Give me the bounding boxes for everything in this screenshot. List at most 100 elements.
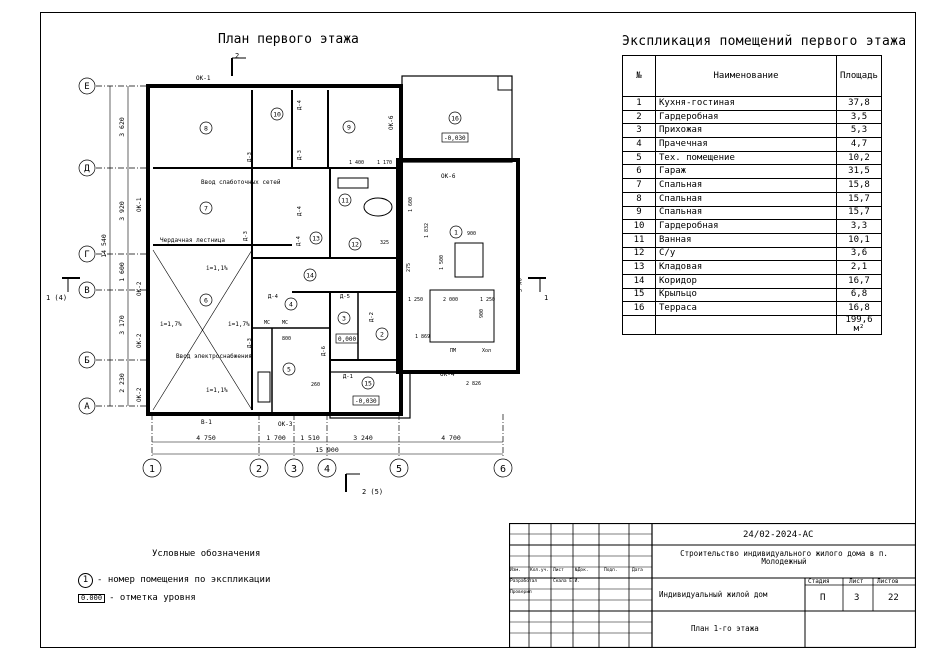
sheets-value: 22 — [888, 593, 899, 603]
axis-number-label: 2 — [256, 464, 262, 475]
door-d2: Д-2 — [369, 312, 375, 322]
svg-text:275: 275 — [406, 263, 412, 272]
room-number-circle — [361, 376, 375, 390]
label-low-voltage: Ввод слаботочных сетей — [201, 179, 281, 186]
room-number-circle — [199, 121, 213, 135]
explication-title: Экспликация помещений первого этажа — [622, 34, 907, 49]
header-name: Наименование — [655, 55, 837, 97]
axis-number-label: 3 — [291, 464, 297, 475]
svg-text:900: 900 — [467, 231, 476, 237]
room-number: 3 — [342, 315, 346, 323]
svg-text:325: 325 — [380, 240, 389, 246]
axis-bubble-number — [317, 458, 337, 478]
sheet-value: 3 — [854, 593, 860, 603]
room-number: 2 — [380, 331, 384, 339]
legend-title: Условные обозначения — [152, 549, 261, 559]
room-number: 6 — [204, 297, 208, 305]
room-number-circle — [303, 268, 317, 282]
svg-text:1 500: 1 500 — [439, 255, 445, 270]
svg-text:2 000: 2 000 — [443, 297, 458, 303]
svg-text:1 869: 1 869 — [415, 334, 430, 340]
svg-text:Хол: Хол — [482, 348, 491, 354]
legend-level-mark-text: - отметка уровня — [109, 593, 196, 603]
label-v1: В-1 — [201, 419, 212, 426]
door-d3-b: Д-3 — [297, 150, 303, 160]
axis-number-label: 6 — [500, 464, 506, 475]
axis-bubble-letter — [78, 281, 96, 299]
axis-bubble-number — [389, 458, 409, 478]
room-number-circle — [449, 225, 463, 239]
dim-left: 2 230 — [118, 373, 126, 393]
section-cut-labels: 2 2 (5) 1 (4) 1 — [46, 52, 548, 496]
axis-bubble-letter — [78, 245, 96, 263]
axis-number-label: 5 — [396, 464, 402, 475]
axis-letter-label: В — [84, 286, 89, 296]
room-number: 13 — [312, 235, 320, 243]
label-ok2-a: ОК-2 — [136, 281, 143, 296]
svg-text:1 832: 1 832 — [424, 223, 430, 238]
object-name: Индивидуальный жилой дом — [659, 590, 768, 599]
door-d4-c: Д-4 — [296, 235, 302, 246]
axis-letter-label: Б — [84, 356, 89, 366]
room-number: 16 — [451, 115, 459, 123]
project-name: Строительство индивидуального жилого дом… — [680, 549, 888, 567]
cut-top-label: 2 — [235, 52, 239, 60]
svg-text:ПМ: ПМ — [450, 348, 456, 354]
axis-number-label: 4 — [324, 464, 330, 475]
room-number-circle — [342, 120, 356, 134]
label-attic-stair: Чердачная лестница — [160, 237, 225, 244]
axis-letter-label: Г — [84, 250, 89, 260]
dim-left-total: 14 540 — [100, 234, 108, 258]
sheet-name: План 1-го этажа — [691, 624, 759, 633]
room-number: 9 — [347, 124, 351, 132]
dim-left: 3 620 — [118, 117, 126, 137]
explication-cell-area: 10,1 — [836, 232, 882, 248]
room-number-circle — [448, 111, 462, 125]
sheet-frame — [40, 12, 916, 648]
door-d4-a: Д-4 — [297, 99, 303, 110]
hdr-list: Лист — [553, 568, 564, 573]
room-number: 7 — [204, 205, 208, 213]
axis-letter-label: А — [84, 402, 90, 412]
door-d1: Д-1 — [343, 374, 353, 380]
explication-cell-area: 6,8 — [836, 287, 882, 303]
header-area: Площадь — [836, 55, 882, 97]
door-d4-b: Д-4 — [297, 205, 303, 216]
room-number: 10 — [273, 111, 281, 119]
slope-4: i=1,1% — [206, 387, 228, 394]
room-number-circle — [284, 297, 298, 311]
room-number-circle — [337, 311, 351, 325]
svg-text:1 170: 1 170 — [377, 160, 392, 166]
stage-value: П — [820, 593, 826, 603]
title-block: 24/02-2024-АС Строительство индивидуальн… — [509, 523, 916, 648]
axis-bubble-number — [142, 458, 162, 478]
explication-header-row: № Наименование Площадь — [622, 55, 882, 97]
axis-bubble-number — [249, 458, 269, 478]
svg-text:1 250: 1 250 — [480, 297, 495, 303]
outer-walls — [146, 75, 520, 419]
door-d4-d: Д-4 — [268, 294, 279, 300]
dim-left: 3 920 — [118, 201, 126, 221]
axis-number-label: 1 — [149, 464, 155, 475]
room-number: 11 — [341, 197, 349, 205]
room-number-circle — [199, 201, 213, 215]
room-number-circle — [338, 193, 352, 207]
axis-bubble-number — [284, 458, 304, 478]
room-number: 12 — [351, 241, 359, 249]
svg-text:800: 800 — [282, 336, 291, 342]
document-code: 24/02-2024-АС — [743, 530, 814, 540]
room-number-circle — [309, 231, 323, 245]
legend-room-number: 1- номер помещения по экспликации — [78, 573, 270, 588]
dim-bottom: 4 700 — [441, 434, 461, 442]
door-d3-a: Д-3 — [247, 152, 253, 162]
hdr-doc: №Док. — [575, 568, 589, 573]
